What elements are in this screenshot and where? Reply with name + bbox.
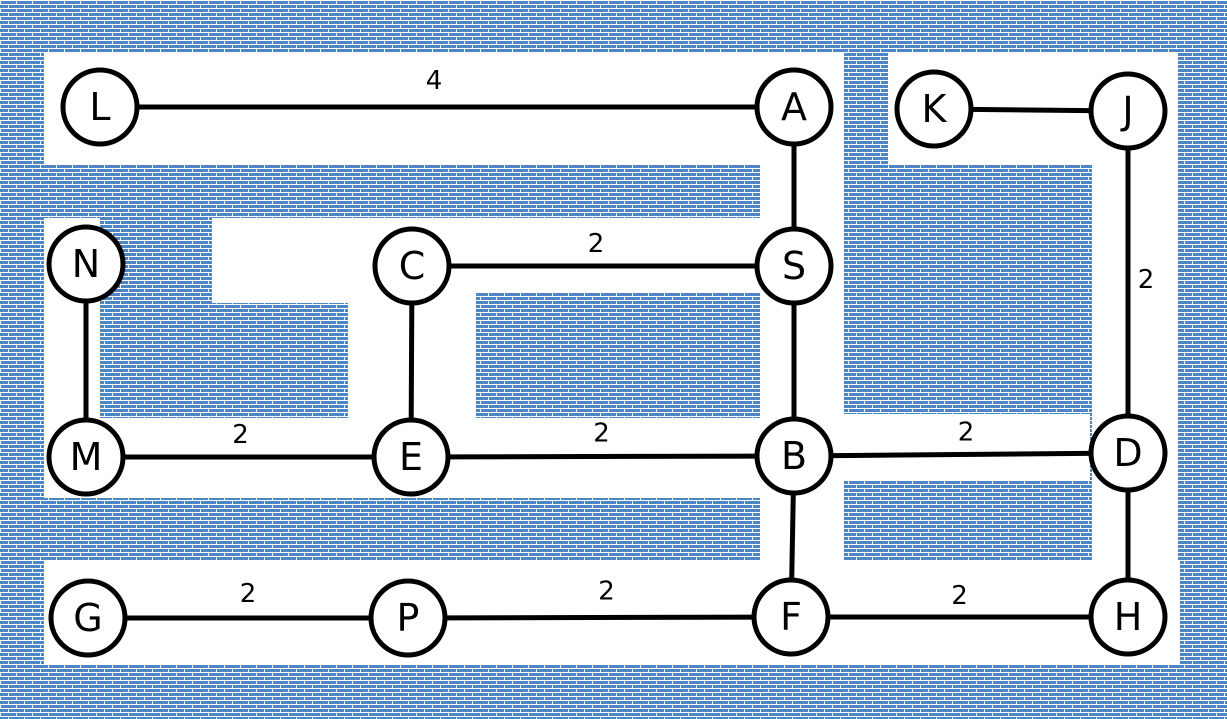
node-E: E bbox=[371, 417, 451, 497]
node-M: M bbox=[46, 417, 126, 497]
node-label-S: S bbox=[782, 244, 806, 288]
edge-weight-G-P: 2 bbox=[240, 579, 257, 609]
node-H: H bbox=[1088, 577, 1168, 657]
node-N: N bbox=[46, 224, 126, 304]
edge-E-B bbox=[410, 453, 795, 460]
node-label-G: G bbox=[73, 596, 102, 640]
edge-weight-J-D: 2 bbox=[1138, 265, 1155, 295]
node-circle-S bbox=[754, 226, 834, 306]
edge-weight-C-S: 2 bbox=[588, 229, 605, 259]
node-circle-E bbox=[371, 417, 451, 497]
node-label-M: M bbox=[70, 435, 103, 479]
node-circle-L bbox=[60, 67, 140, 147]
node-circle-N bbox=[46, 224, 126, 304]
corridor-6 bbox=[1092, 52, 1178, 664]
graph-nodes: L A K J N C S M E B D G P F H bbox=[46, 67, 1168, 658]
node-S: S bbox=[754, 226, 834, 306]
corridor-1 bbox=[212, 218, 348, 303]
node-label-D: D bbox=[1113, 431, 1142, 475]
node-circle-M bbox=[46, 417, 126, 497]
node-label-A: A bbox=[781, 85, 807, 129]
node-circle-J bbox=[1088, 71, 1168, 151]
node-L: L bbox=[60, 67, 140, 147]
node-circle-H bbox=[1088, 577, 1168, 657]
node-C: C bbox=[372, 226, 452, 306]
node-circle-K bbox=[894, 69, 974, 149]
edge-weight-E-B: 2 bbox=[593, 419, 610, 449]
edge-B-D bbox=[793, 450, 1129, 459]
node-circle-A bbox=[754, 67, 834, 147]
node-A: A bbox=[754, 67, 834, 147]
node-B: B bbox=[754, 416, 834, 496]
node-circle-P bbox=[368, 578, 448, 658]
node-K: K bbox=[894, 69, 974, 149]
corridor-3 bbox=[44, 560, 1180, 664]
node-P: P bbox=[368, 578, 448, 658]
node-label-K: K bbox=[922, 87, 948, 131]
node-circle-F bbox=[751, 577, 831, 657]
node-label-C: C bbox=[399, 244, 426, 288]
node-label-L: L bbox=[89, 85, 110, 129]
node-circle-B bbox=[754, 416, 834, 496]
node-circle-C bbox=[372, 226, 452, 306]
node-circle-G bbox=[48, 578, 128, 658]
edge-weight-M-E: 2 bbox=[232, 420, 249, 450]
edge-P-F bbox=[407, 614, 792, 621]
node-label-H: H bbox=[1114, 595, 1143, 639]
corridor-4 bbox=[760, 52, 844, 662]
node-J: J bbox=[1088, 71, 1168, 151]
node-G: G bbox=[48, 578, 128, 658]
node-label-F: F bbox=[780, 595, 802, 639]
graph-edge-weights: 4 2 2 2 2 2 2 2 2 bbox=[232, 66, 1154, 611]
node-label-P: P bbox=[397, 596, 420, 640]
edge-weight-B-D: 2 bbox=[958, 418, 975, 448]
node-circle-D bbox=[1088, 413, 1168, 493]
node-F: F bbox=[751, 577, 831, 657]
node-label-E: E bbox=[399, 435, 423, 479]
node-D: D bbox=[1088, 413, 1168, 493]
edge-weight-F-H: 2 bbox=[951, 581, 968, 611]
edge-weight-L-A: 4 bbox=[426, 66, 443, 96]
node-label-J: J bbox=[1120, 89, 1133, 133]
node-label-B: B bbox=[781, 434, 807, 478]
edge-weight-P-F: 2 bbox=[598, 577, 615, 607]
node-label-N: N bbox=[72, 242, 100, 286]
